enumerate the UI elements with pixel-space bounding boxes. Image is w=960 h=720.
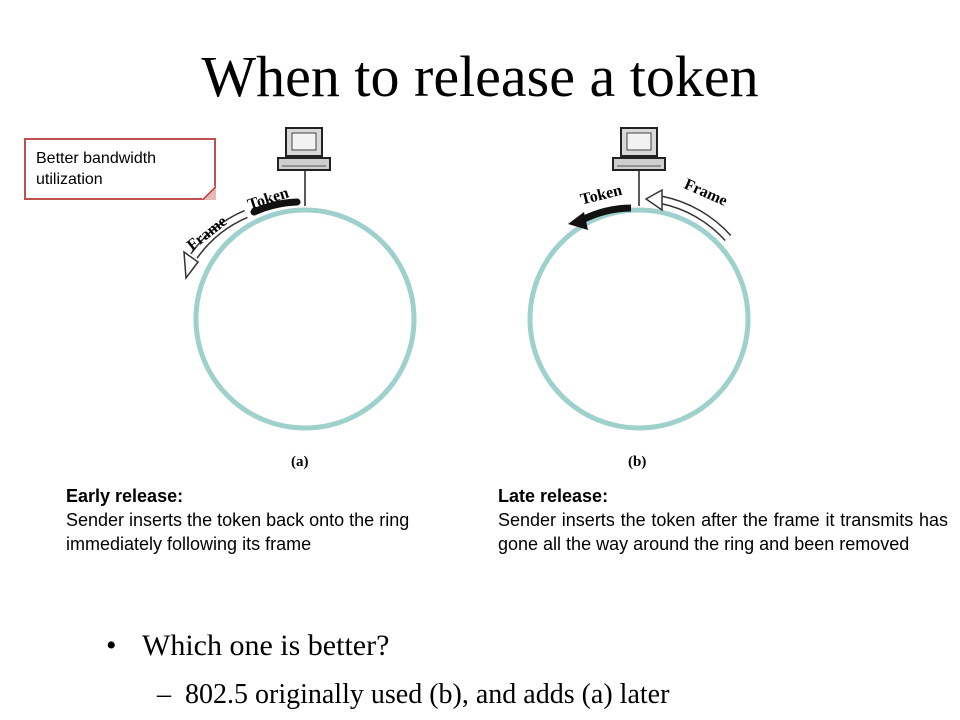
caption-a: (a) [291, 454, 309, 470]
computer-icon [612, 127, 666, 171]
diagram-a: Token Frame (a) [183, 127, 417, 470]
late-release-body: Sender inserts the token after the frame… [498, 510, 948, 554]
sub-bullet-marker: – [157, 679, 171, 710]
token-arrowhead-b [568, 212, 588, 230]
caption-b: (b) [628, 454, 646, 470]
bandwidth-callout: Better bandwidth utilization [24, 138, 216, 200]
token-ring-diagram: Token Frame (a) Token Frame (b) [183, 127, 751, 470]
ring-b [527, 207, 751, 431]
early-release-heading: Early release: [66, 486, 184, 506]
late-release-heading: Late release: [498, 486, 609, 506]
early-release-body: Sender inserts the token back onto the r… [66, 510, 410, 554]
bullet-item: • Which one is better? [106, 626, 389, 666]
computer-icon [277, 127, 331, 171]
early-release-description: Early release: Sender inserts the token … [66, 484, 466, 556]
slide-title: When to release a token [201, 44, 759, 109]
token-marker-a [250, 198, 301, 216]
folded-corner-icon [202, 186, 216, 200]
diagram-b: Token Frame (b) [527, 127, 751, 470]
frame-arrowhead-a [183, 250, 200, 281]
sub-bullet-item: –802.5 originally used (b), and adds (a)… [157, 676, 669, 714]
ring-a [193, 207, 417, 431]
callout-text: Better bandwidth utilization [36, 150, 157, 188]
sub-bullet-text: 802.5 originally used (b), and adds (a) … [185, 679, 670, 710]
late-release-description: Late release: Sender inserts the token a… [498, 484, 948, 556]
token-arrow-b [580, 204, 632, 224]
bullet-text: Which one is better? [142, 629, 390, 662]
frame-arrowhead-b [644, 188, 663, 212]
bullet-marker: • [106, 629, 117, 662]
token-label-b: Token [579, 182, 624, 209]
